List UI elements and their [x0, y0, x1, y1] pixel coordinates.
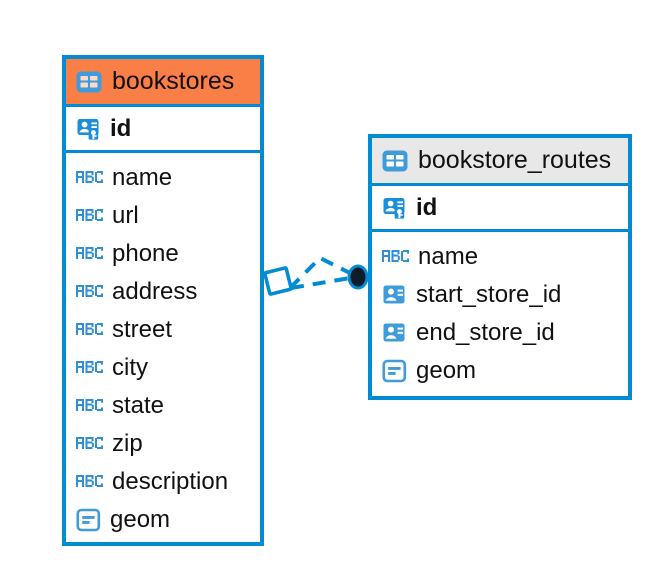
foreign-key-icon [382, 283, 407, 307]
column-row-end-store-id[interactable]: end_store_id [372, 314, 628, 352]
column-row-city[interactable]: city [66, 349, 260, 387]
column-row-start-store-id[interactable]: start_store_id [372, 276, 628, 314]
column-list-bookstores: name url [66, 153, 260, 547]
relationship-line-upper [288, 255, 357, 290]
column-label: description [112, 468, 229, 495]
abc-text-icon [76, 208, 103, 224]
filled-circle-marker [347, 264, 369, 290]
entity-table-bookstores[interactable]: bookstores id [62, 55, 264, 546]
column-row-url[interactable]: url [66, 197, 260, 235]
column-row-phone[interactable]: phone [66, 235, 260, 273]
column-label: url [112, 202, 139, 229]
abc-text-icon [76, 436, 103, 452]
column-label: name [418, 243, 479, 270]
column-row-name[interactable]: name [66, 159, 260, 197]
column-row-address[interactable]: address [66, 273, 260, 311]
entity-header-bookstores[interactable]: bookstores [66, 59, 260, 107]
column-label: end_store_id [416, 319, 555, 346]
entity-title: bookstores [112, 67, 235, 95]
abc-text-icon [76, 170, 103, 186]
column-label: street [112, 316, 173, 343]
column-label: phone [112, 240, 179, 267]
column-row-street[interactable]: street [66, 311, 260, 349]
geometry-icon [76, 508, 101, 532]
entity-title: bookstore_routes [418, 146, 612, 174]
abc-text-icon [76, 360, 103, 376]
entity-header-bookstore-routes[interactable]: bookstore_routes [372, 138, 628, 186]
primary-key-icon [382, 195, 408, 221]
column-row-description[interactable]: description [66, 463, 260, 501]
column-label: geom [416, 357, 477, 384]
column-label: id [416, 193, 438, 221]
abc-text-icon [382, 249, 409, 265]
column-label: id [110, 114, 132, 142]
abc-text-icon [76, 474, 103, 490]
table-icon [382, 148, 408, 174]
column-row-primary-key[interactable]: id [66, 107, 260, 153]
abc-text-icon [76, 246, 103, 262]
column-label: state [112, 392, 165, 419]
column-row-geom[interactable]: geom [66, 501, 260, 539]
column-label: zip [112, 430, 143, 457]
foreign-key-icon [382, 321, 407, 345]
column-label: start_store_id [416, 281, 562, 308]
abc-text-icon [76, 398, 103, 414]
abc-text-icon [76, 322, 103, 338]
column-row-zip[interactable]: zip [66, 425, 260, 463]
relationship-line-lower [290, 275, 357, 290]
column-list-bookstore-routes: name start_store_id [372, 232, 628, 398]
geometry-icon [382, 359, 407, 383]
column-row-name[interactable]: name [372, 238, 628, 276]
column-row-primary-key[interactable]: id [372, 186, 628, 232]
diamond-marker [263, 266, 293, 296]
abc-text-icon [76, 284, 103, 300]
column-label: address [112, 278, 198, 305]
primary-key-icon [76, 116, 102, 142]
column-row-state[interactable]: state [66, 387, 260, 425]
entity-table-bookstore-routes[interactable]: bookstore_routes id [368, 134, 632, 400]
column-row-geom[interactable]: geom [372, 352, 628, 390]
column-label: geom [110, 506, 171, 533]
table-icon [76, 69, 102, 95]
column-label: name [112, 164, 173, 191]
column-label: city [112, 354, 148, 381]
